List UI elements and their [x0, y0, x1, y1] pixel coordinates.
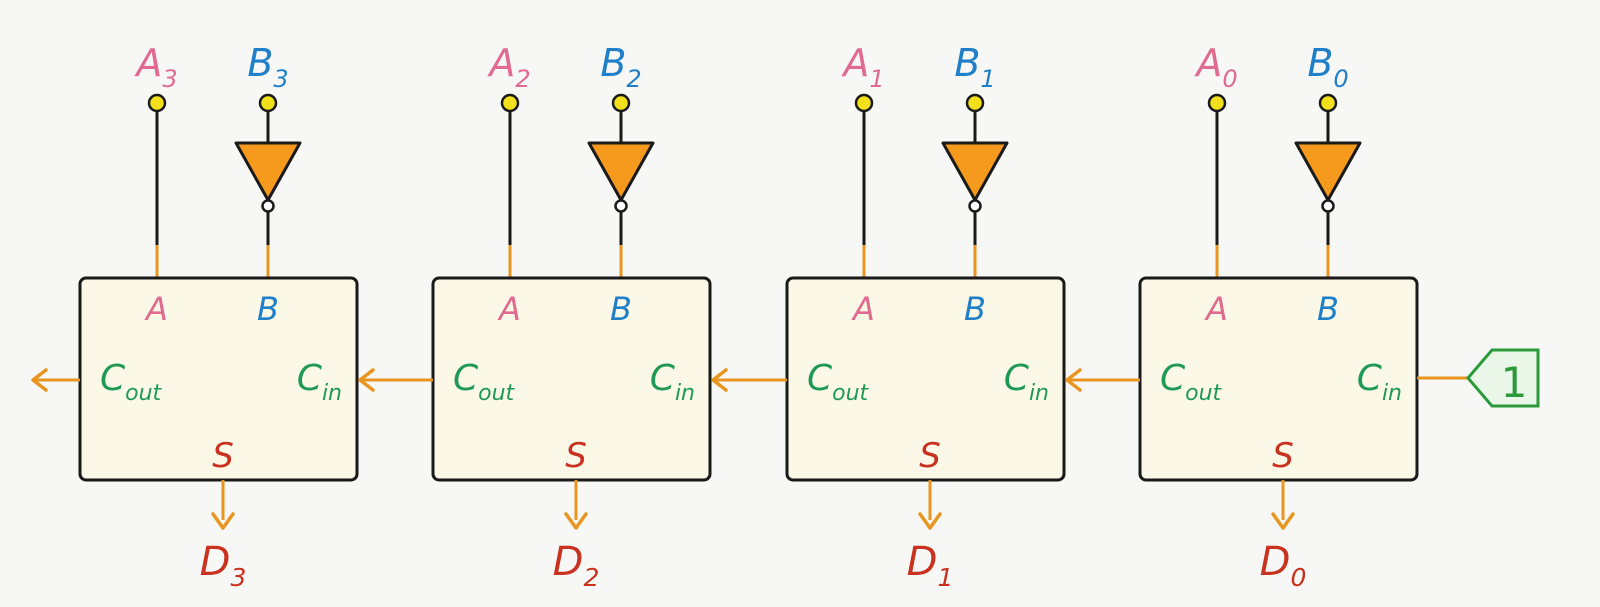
- port-b-label: B: [1317, 290, 1339, 328]
- output-d-label: D2: [553, 539, 600, 592]
- input-a-terminal: [500, 93, 520, 113]
- sum-arrow-icon: [564, 512, 588, 530]
- carry-arrow-icon: [1065, 368, 1082, 392]
- port-a-label: A: [851, 290, 875, 328]
- port-a-label: A: [497, 290, 521, 328]
- carry-out-label: Cout: [453, 358, 516, 406]
- input-a-label: A3: [133, 41, 177, 93]
- carry-in-label: Cin: [1357, 358, 1402, 406]
- sum-arrow-icon: [918, 512, 942, 530]
- carry-out-label: Cout: [1160, 358, 1223, 406]
- not-gate-icon: [234, 141, 302, 202]
- input-b-terminal: [965, 93, 985, 113]
- input-a-label: A2: [486, 41, 530, 93]
- port-b-label: B: [257, 290, 279, 328]
- input-b-label: B3: [247, 41, 288, 93]
- input-a-terminal: [854, 93, 874, 113]
- input-a-terminal: [1207, 93, 1227, 113]
- carry-arrow-icon: [711, 368, 728, 392]
- not-gate-bubble: [968, 199, 982, 213]
- carry-arrow-icon: [358, 368, 375, 392]
- carry-in-label: Cin: [297, 358, 342, 406]
- carry-arrow-icon: [31, 368, 48, 392]
- sum-port-label: S: [212, 436, 234, 476]
- input-b-label: B0: [1307, 41, 1348, 93]
- input-a-label: A1: [840, 41, 884, 93]
- input-b-terminal: [611, 93, 631, 113]
- not-gate-bubble: [261, 199, 275, 213]
- sum-port-label: S: [919, 436, 941, 476]
- input-a-label: A0: [1193, 41, 1237, 93]
- carry-in-label: Cin: [1004, 358, 1049, 406]
- constant-input-value: 1: [1501, 358, 1528, 407]
- port-b-label: B: [964, 290, 986, 328]
- input-a-terminal: [147, 93, 167, 113]
- sum-arrow-icon: [211, 512, 235, 530]
- sum-port-label: S: [565, 436, 587, 476]
- carry-in-label: Cin: [650, 358, 695, 406]
- not-gate-icon: [941, 141, 1009, 202]
- output-d-label: D3: [200, 539, 247, 592]
- input-b-terminal: [258, 93, 278, 113]
- constant-input-shape: [1466, 348, 1540, 408]
- output-d-label: D1: [907, 539, 954, 592]
- sum-arrow-icon: [1271, 512, 1295, 530]
- not-gate-bubble: [1321, 199, 1335, 213]
- carry-out-label: Cout: [100, 358, 163, 406]
- output-d-label: D0: [1260, 539, 1307, 592]
- input-b-label: B2: [600, 41, 641, 93]
- port-b-label: B: [610, 290, 632, 328]
- input-b-terminal: [1318, 93, 1338, 113]
- not-gate-icon: [1294, 141, 1362, 202]
- carry-out-label: Cout: [807, 358, 870, 406]
- carry-in-constant: 1: [1466, 348, 1540, 408]
- not-gate-bubble: [614, 199, 628, 213]
- port-a-label: A: [144, 290, 168, 328]
- port-a-label: A: [1204, 290, 1228, 328]
- not-gate-icon: [587, 141, 655, 202]
- sum-port-label: S: [1272, 436, 1294, 476]
- input-b-label: B1: [954, 41, 995, 93]
